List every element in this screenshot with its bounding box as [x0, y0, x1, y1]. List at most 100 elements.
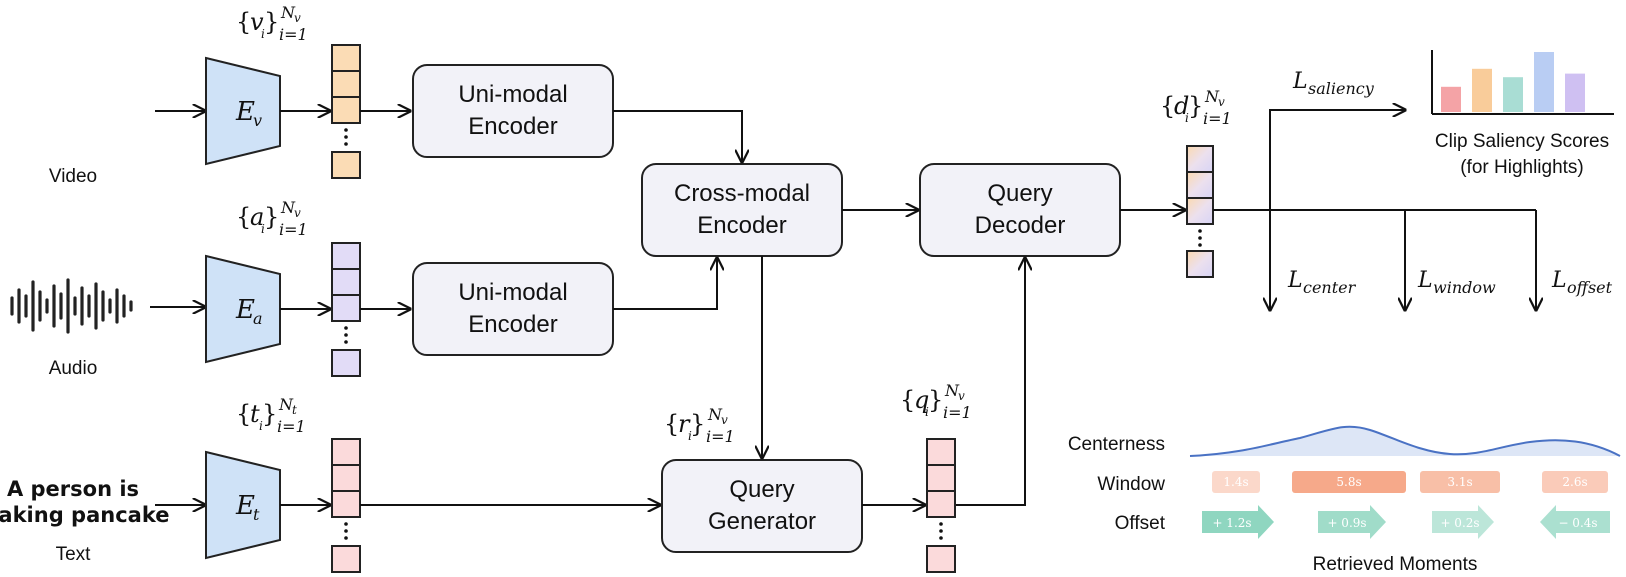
- query-generator: Query Generator: [661, 459, 863, 553]
- svg-text:{: {: [236, 8, 251, 36]
- ellipsis-dots: [344, 128, 348, 540]
- saliency-caption-line2: (for Highlights): [1460, 157, 1584, 178]
- svg-text:t: t: [250, 400, 260, 428]
- loss-saliency-label: L saliency: [1292, 69, 1375, 98]
- text-query-line1: A person is: [7, 477, 139, 501]
- window-chip-3: 3.1s: [1420, 471, 1500, 493]
- svg-text:2.6s: 2.6s: [1562, 475, 1587, 489]
- cross-modal-encoder: Cross-modal Encoder: [641, 163, 843, 257]
- svg-text:v: v: [958, 389, 965, 403]
- svg-text:}: }: [690, 410, 705, 438]
- svg-text:E: E: [235, 491, 255, 521]
- loss-window-label: L window: [1417, 268, 1496, 297]
- svg-text:i=1: i=1: [277, 417, 306, 436]
- svg-text:N: N: [280, 3, 296, 22]
- retrieved-moments-panel: Centerness Window Offset 1.4s 5.8s 3.1s …: [1068, 425, 1621, 575]
- video-label: Video: [49, 166, 97, 187]
- centerness-curve: [1190, 426, 1620, 456]
- loss-center-label: L center: [1287, 268, 1357, 297]
- saliency-bar-3: [1503, 77, 1523, 112]
- svg-text:}: }: [264, 8, 279, 36]
- svg-text:offset: offset: [1567, 278, 1613, 297]
- saliency-bar-1: [1441, 86, 1461, 112]
- loss-branches: [1213, 110, 1536, 310]
- svg-text:i=1: i=1: [279, 220, 308, 239]
- svg-text:L: L: [1287, 268, 1303, 293]
- svg-text:{: {: [664, 410, 679, 438]
- svg-text:saliency: saliency: [1308, 79, 1375, 98]
- svg-text:N: N: [278, 395, 294, 414]
- svg-text:Uni-modal: Uni-modal: [458, 279, 567, 306]
- svg-text:center: center: [1303, 278, 1357, 297]
- saliency-caption-line1: Clip Saliency Scores: [1435, 131, 1609, 152]
- svg-text:i: i: [261, 222, 265, 236]
- svg-text:N: N: [1204, 87, 1220, 106]
- svg-text:i=1: i=1: [706, 427, 735, 446]
- svg-text:L: L: [1551, 268, 1567, 293]
- saliency-bar-5: [1565, 73, 1585, 112]
- svg-text:Cross-modal: Cross-modal: [674, 180, 810, 207]
- retrieved-moments-caption: Retrieved Moments: [1313, 554, 1478, 575]
- saliency-bar-4: [1534, 52, 1554, 112]
- offset-arrow-2: + 0.9s: [1318, 505, 1386, 539]
- text-token-column: [331, 438, 361, 573]
- saliency-chart: Clip Saliency Scores (for Highlights): [1431, 50, 1614, 178]
- window-chip-4: 2.6s: [1542, 471, 1608, 493]
- video-encoder: E v: [205, 56, 281, 166]
- svg-text:v: v: [250, 8, 264, 36]
- r-token-label: { r } i i=1 N v: [664, 405, 735, 446]
- offset-arrow-3: + 0.2s: [1432, 505, 1494, 539]
- svg-text:3.1s: 3.1s: [1447, 475, 1472, 489]
- svg-text:+ 0.2s: + 0.2s: [1440, 516, 1479, 530]
- text-token-label: { t } i i=1 N t: [236, 395, 306, 436]
- svg-text:v: v: [721, 413, 728, 427]
- svg-text:}: }: [264, 203, 279, 231]
- audio-waveform-icon: [10, 278, 133, 334]
- q-token-column: [926, 438, 956, 573]
- svg-text:d: d: [1174, 92, 1189, 120]
- svg-text:+ 1.2s: + 1.2s: [1212, 516, 1251, 530]
- offset-label: Offset: [1115, 513, 1166, 534]
- window-chip-1: 1.4s: [1212, 471, 1260, 493]
- loss-offset-label: L offset: [1551, 268, 1613, 297]
- svg-text:i: i: [1185, 111, 1189, 125]
- saliency-bar-2: [1472, 68, 1492, 112]
- svg-text:v: v: [294, 11, 301, 25]
- svg-text:Encoder: Encoder: [697, 212, 786, 239]
- svg-text:1.4s: 1.4s: [1223, 475, 1248, 489]
- svg-text:N: N: [280, 198, 296, 217]
- svg-text:}: }: [1188, 92, 1203, 120]
- svg-text:i=1: i=1: [943, 403, 972, 422]
- svg-text:Decoder: Decoder: [975, 212, 1066, 239]
- window-chip-2: 5.8s: [1292, 471, 1406, 493]
- svg-text:{: {: [236, 203, 251, 231]
- svg-text:Encoder: Encoder: [468, 113, 557, 140]
- svg-text:Query: Query: [987, 180, 1052, 207]
- svg-text:i: i: [259, 419, 263, 433]
- svg-text:}: }: [262, 400, 277, 428]
- svg-text:q: q: [914, 386, 929, 414]
- svg-text:Uni-modal: Uni-modal: [458, 81, 567, 108]
- svg-text:+ 0.9s: + 0.9s: [1327, 516, 1366, 530]
- q-token-label: { q } i i=1 N v: [900, 381, 972, 422]
- svg-text:N: N: [944, 381, 960, 400]
- svg-text:5.8s: 5.8s: [1336, 475, 1361, 489]
- uni-modal-encoder-video: Uni-modal Encoder: [412, 64, 614, 158]
- svg-text:E: E: [235, 97, 255, 127]
- svg-text:− 0.4s: − 0.4s: [1558, 516, 1597, 530]
- window-label: Window: [1097, 474, 1165, 495]
- svg-text:L: L: [1417, 268, 1433, 293]
- svg-text:Encoder: Encoder: [468, 311, 557, 338]
- audio-encoder: E a: [205, 254, 281, 364]
- svg-text:window: window: [1433, 278, 1496, 297]
- video-token-column: [331, 44, 361, 179]
- svg-text:L: L: [1292, 69, 1308, 94]
- text-label: Text: [56, 544, 92, 565]
- svg-text:{: {: [236, 400, 251, 428]
- svg-text:i=1: i=1: [1203, 109, 1232, 128]
- svg-text:{: {: [1160, 92, 1175, 120]
- offset-arrow-1: + 1.2s: [1202, 505, 1274, 539]
- svg-text:}: }: [928, 386, 943, 414]
- svg-text:r: r: [678, 410, 691, 438]
